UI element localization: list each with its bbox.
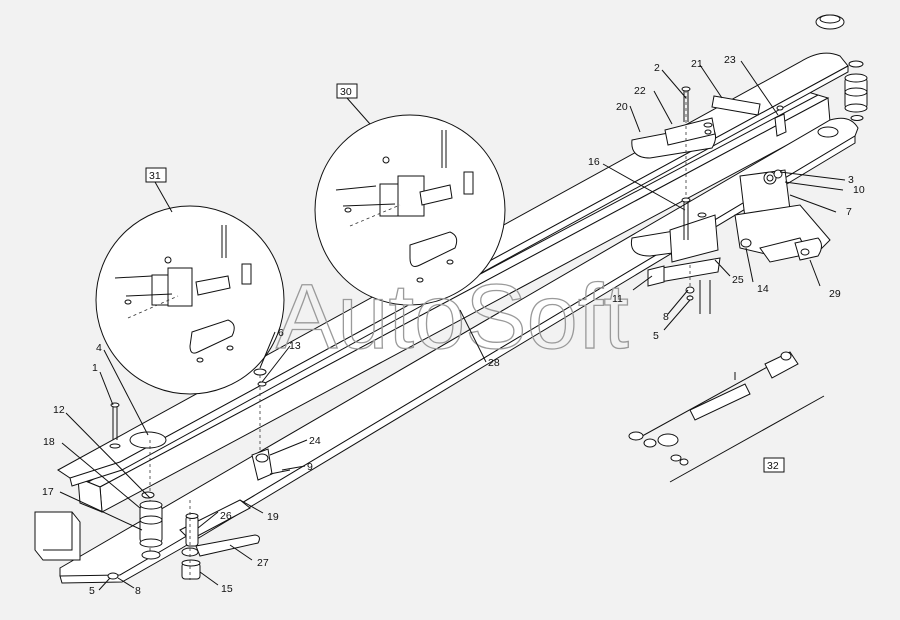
callout-23: 23	[724, 54, 736, 66]
callout-21: 21	[691, 58, 703, 70]
callout-28: 28	[488, 357, 500, 369]
boxed-reference-labels: 30 31 32	[145, 83, 785, 473]
leader-lines	[59, 60, 846, 591]
callout-1: 1	[92, 362, 98, 374]
callout-16: 16	[588, 156, 600, 168]
callout-13: 13	[289, 340, 301, 352]
callout-20: 20	[616, 101, 628, 113]
callout-27: 27	[257, 557, 269, 569]
ref-box-31	[145, 167, 167, 183]
pivot-stack-left	[107, 402, 163, 580]
callout-26: 26	[220, 510, 232, 522]
lever-assembly	[181, 500, 260, 580]
callout-7: 7	[846, 206, 852, 218]
callout-11: 11	[612, 293, 623, 305]
callout-6: 6	[278, 327, 284, 339]
callout-18: 18	[43, 436, 55, 448]
callout-8-right: 8	[663, 311, 669, 323]
detail-view-30	[314, 97, 506, 306]
ref-box-30	[336, 83, 358, 99]
callout-24: 24	[309, 435, 321, 447]
callout-9: 9	[307, 461, 313, 473]
pin-bushing-top-right	[844, 60, 868, 121]
clamp-assembly	[251, 368, 291, 481]
bracket-upper-right	[631, 86, 787, 200]
ref-label-30: 30	[340, 86, 352, 98]
callout-29: 29	[829, 288, 841, 300]
bracket-lower-right	[630, 197, 721, 314]
plate-hole-right	[817, 126, 839, 138]
callout-15: 15	[221, 583, 233, 595]
detail-view-31	[95, 181, 285, 395]
callout-2: 2	[654, 62, 660, 74]
callout-3: 3	[848, 174, 854, 186]
callout-5-left: 5	[89, 585, 95, 597]
callout-25: 25	[732, 274, 744, 286]
ref-label-32: 32	[767, 460, 779, 472]
turnbuckle-assembly	[628, 351, 825, 483]
callout-4: 4	[96, 342, 102, 354]
callout-labels: 1 2 3 4 5 5 6 7 8 8 9 10 11 12 13 14 15 …	[42, 54, 865, 597]
end-bracket	[34, 511, 81, 561]
callout-12: 12	[53, 404, 65, 416]
callout-17: 17	[42, 486, 54, 498]
callout-19: 19	[267, 511, 279, 523]
ref-label-31: 31	[149, 170, 161, 182]
callout-10: 10	[853, 184, 865, 196]
callout-5-right: 5	[653, 330, 659, 342]
watermark: AutoSoft	[276, 266, 629, 368]
plate-hole-left	[129, 431, 167, 449]
callout-14: 14	[757, 283, 769, 295]
callout-8-left: 8	[135, 585, 141, 597]
callout-22: 22	[634, 85, 646, 97]
hydraulic-bracket	[734, 169, 831, 263]
ref-box-32	[763, 457, 785, 473]
